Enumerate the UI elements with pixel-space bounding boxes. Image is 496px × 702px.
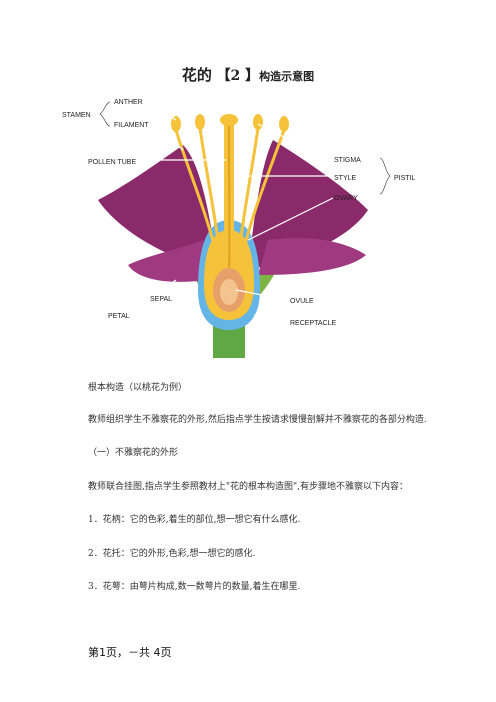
label-anther: ANTHER xyxy=(114,99,143,106)
bracket-pistil xyxy=(379,157,391,195)
ovule-inner xyxy=(220,279,238,305)
line-sepal xyxy=(149,279,177,299)
paragraph-3: （一）不雅察花的外形 xyxy=(88,448,179,458)
line-filament xyxy=(152,124,184,151)
anther-1 xyxy=(171,116,181,132)
line-receptacle xyxy=(253,314,289,323)
label-pollen-tube: POLLEN TUBE xyxy=(88,159,136,166)
anther-2 xyxy=(195,114,205,130)
label-style: STYLE xyxy=(334,175,357,182)
flower-diagram: STAMEN ANTHER FILAMENT POLLEN TUBE STIGM… xyxy=(62,99,416,358)
title-bracket: 【2 】 xyxy=(216,68,260,84)
bracket-stamen xyxy=(99,101,111,127)
petal-left-lower xyxy=(128,240,208,282)
line-stigma xyxy=(257,123,334,163)
filament-2 xyxy=(198,127,223,261)
line-ovule xyxy=(235,289,289,301)
label-ovary: OVARY xyxy=(334,195,358,202)
anther-4 xyxy=(279,116,289,132)
filament-4 xyxy=(239,129,286,261)
paragraph-7: 3．花萼：由萼片构成,数一数萼片的数量,着生在哪里. xyxy=(88,582,301,592)
label-pistil: PISTIL xyxy=(394,175,416,182)
paragraph-6: 2．花托：它的外形,色彩,想一想它的感化. xyxy=(88,549,256,559)
label-petal: PETAL xyxy=(108,313,130,320)
stigma-shape xyxy=(220,114,238,126)
label-ovule: OVULE xyxy=(290,298,314,305)
paragraph-4: 教师联合挂图,指点学生参照教材上"花的根本构造图",有步骤地不雅察以下内容： xyxy=(88,482,409,492)
title-rest: 构造示意图 xyxy=(259,70,315,83)
paragraph-5: 1．花柄：它的色彩,着生的部位,想一想它有什么感化. xyxy=(88,515,301,525)
title-flower: 花的 xyxy=(181,66,212,84)
petal-right xyxy=(248,140,368,270)
line-anther xyxy=(152,103,177,121)
label-sepal: SEPAL xyxy=(150,296,172,303)
anther-3 xyxy=(253,114,263,130)
paragraph-2: 教师组织学生不雅察花的外形,然后指点学生按请求慢慢剖解并不雅察花的各部分构造. xyxy=(88,415,427,425)
petal-left xyxy=(98,145,218,270)
label-stigma: STIGMA xyxy=(334,157,361,164)
page-footer: 第1页，－共 4页 xyxy=(88,646,172,659)
page-title: 花的 【2 】构造示意图 xyxy=(0,64,496,85)
label-stamen: STAMEN xyxy=(62,112,91,119)
label-receptacle: RECEPTACLE xyxy=(290,320,336,327)
filament-3 xyxy=(236,127,260,261)
paragraph-1: 根本构造（以桃花为例） xyxy=(88,383,188,393)
line-ovary xyxy=(247,197,334,241)
label-filament: FILAMENT xyxy=(114,122,149,129)
filament-1 xyxy=(174,129,220,261)
petal-right-lower xyxy=(258,238,366,275)
